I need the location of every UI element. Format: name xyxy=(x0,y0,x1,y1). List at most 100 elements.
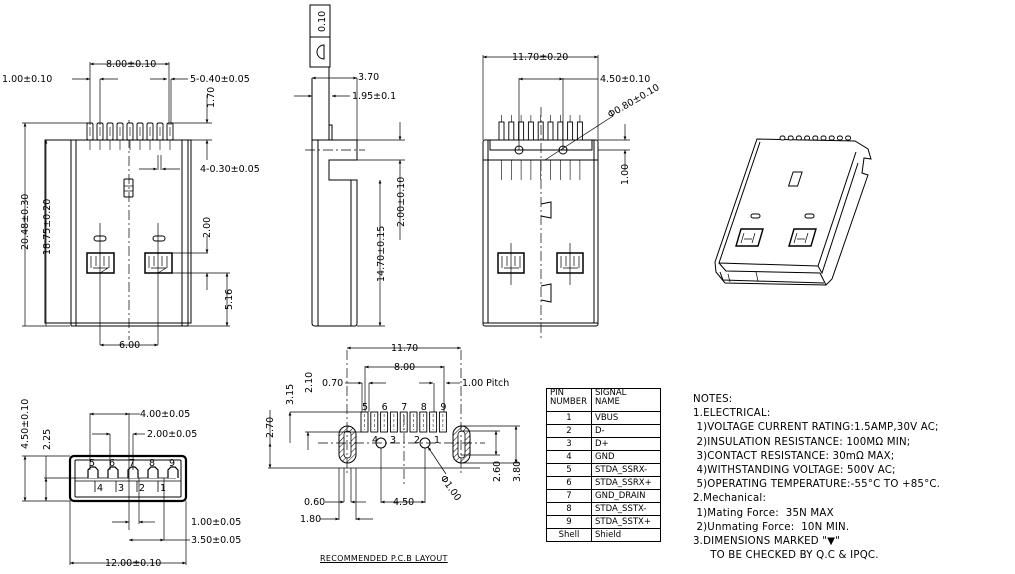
pcb-dim-slot-width: 0.60 xyxy=(304,497,325,508)
pin-number-cell: 3 xyxy=(546,437,592,451)
dim-window-spacing: 6.00 xyxy=(119,340,140,351)
pcb-dim-row2: 2.10 xyxy=(304,372,315,393)
end-upper-pin-label: 6 xyxy=(109,458,115,469)
pin-number-cell: 2 xyxy=(546,424,592,438)
dim-window-to-edge: 5.16 xyxy=(224,289,235,310)
dim-end-pin-pitch: 1.00±0.05 xyxy=(191,517,241,528)
pcb-dim-slot-outer: 1.80 xyxy=(300,514,321,525)
isometric-pin xyxy=(795,135,802,141)
signal-name-cell: STDA_SSTX+ xyxy=(591,515,661,529)
front-view: 8.00±0.10 1.00±0.10 5-0.40±0.05 1.70 4-0… xyxy=(2,59,260,351)
top-pin xyxy=(557,121,564,141)
isometric-pins xyxy=(779,135,852,141)
dim-shell-length: 14.70±0.15 xyxy=(376,226,387,282)
pin-number-cell: 7 xyxy=(546,489,592,503)
end-lower-pin-label: 2 xyxy=(139,483,145,494)
isometric-pin xyxy=(845,135,852,141)
pcb-dim-slot-len-outer: 3.80 xyxy=(512,461,523,482)
end-upper-pin xyxy=(107,466,119,478)
dim-flange: 2.00±0.10 xyxy=(396,177,407,227)
dim-inner-pin-span: 2.00±0.05 xyxy=(147,429,197,440)
isometric-pin xyxy=(828,135,835,141)
note-line: 1)VOLTAGE CURRENT RATING:1.5AMP,30V AC; xyxy=(693,422,939,434)
pin-number-cell: 5 xyxy=(546,463,592,477)
pcb-dim-slot-len-inner: 2.60 xyxy=(492,461,503,482)
pin-number-cell: 8 xyxy=(546,502,592,516)
note-line: 1.ELECTRICAL: xyxy=(693,408,771,420)
dim-end-pin-offset: 3.50±0.05 xyxy=(191,535,241,546)
end-lower-pin-label: 4 xyxy=(97,483,103,494)
note-line: 2.Mechanical: xyxy=(693,493,767,505)
pcb-dim-hole: Φ1.00 xyxy=(438,473,463,503)
pcb-lower-pin-label: 2 xyxy=(414,435,420,446)
end-lower-pin-label: 3 xyxy=(118,483,124,494)
dim-end-width: 12.00±0.10 xyxy=(105,558,161,569)
signal-name-cell: STDA_SSRX+ xyxy=(591,476,661,490)
top-pin xyxy=(567,121,574,141)
dim-pin-width-5: 5-0.40±0.05 xyxy=(190,74,250,85)
top-pin xyxy=(527,121,534,141)
notes-block: NOTES: 1.ELECTRICAL: 1)VOLTAGE CURRENT RA… xyxy=(693,393,940,563)
top-pin xyxy=(498,121,505,141)
signal-name-cell: GND xyxy=(591,450,661,464)
pcb-dim-row3: 2.70 xyxy=(265,417,276,438)
end-upper-pin-label: 7 xyxy=(129,458,135,469)
end-upper-pin-label: 5 xyxy=(89,458,95,469)
dim-top-width: 11.70±0.20 xyxy=(512,52,568,63)
note-line: 1)Mating Force: 35N MAX xyxy=(693,507,834,519)
isometric-pin xyxy=(820,135,827,141)
pcb-layout-title: RECOMMENDED P.C.B LAYOUT xyxy=(320,554,448,563)
dim-end-half-height: 2.25 xyxy=(42,429,53,450)
isometric-pin xyxy=(804,135,811,141)
front-pins xyxy=(86,122,174,150)
note-line: NOTES: xyxy=(693,394,733,405)
pcb-upper-pin-label: 8 xyxy=(421,402,427,413)
top-pin xyxy=(547,121,554,141)
pin-number-cell: 9 xyxy=(546,515,592,529)
top-pin xyxy=(508,121,515,141)
dim-pin-pitch: 1.00±0.10 xyxy=(2,74,52,85)
top-view: 11.70±0.20 4.50±0.10 Φ0.80±0.10 1.00 xyxy=(482,52,662,340)
end-upper-pin-label: 8 xyxy=(149,458,155,469)
isometric-pin xyxy=(779,135,786,141)
end-upper-pin xyxy=(167,466,179,478)
isometric-pin xyxy=(787,135,794,141)
isometric-pin xyxy=(836,135,843,141)
note-line: 4)WITHSTANDING VOLTAGE: 500V AC; xyxy=(693,465,896,477)
signal-name-cell: VBUS xyxy=(591,411,661,425)
signal-name-cell: D+ xyxy=(591,437,661,451)
note-line: TO BE CHECKED BY Q.C & IPQC. xyxy=(693,550,879,562)
pcb-lower-pin-label: 3 xyxy=(390,435,396,446)
dim-pin-width-4: 4-0.30±0.05 xyxy=(200,164,260,175)
front-window-left xyxy=(86,252,115,274)
pcb-upper-pin-label: 7 xyxy=(401,402,407,413)
dim-window-offset: 2.00 xyxy=(202,217,213,238)
note-line: 2)Unmating Force: 10N MIN. xyxy=(693,521,850,533)
dim-end-height: 4.50±0.10 xyxy=(20,399,31,449)
front-body-outline xyxy=(44,139,192,324)
isometric-pin xyxy=(812,135,819,141)
note-line: 2)INSULATION RESISTANCE: 100MΩ MIN; xyxy=(693,436,911,448)
pcb-upper-pin-label: 9 xyxy=(440,402,446,413)
flatness-callout-box xyxy=(309,4,331,68)
dim-post-height: 1.00 xyxy=(620,164,631,185)
pcb-upper-pin-label: 6 xyxy=(382,402,388,413)
note-line: 3)CONTACT RESISTANCE: 30mΩ MAX; xyxy=(693,450,895,462)
end-upper-pin-label: 9 xyxy=(169,458,175,469)
signal-name-cell: STDA_SSRX- xyxy=(591,463,661,477)
note-line: 3.DIMENSIONS MARKED "▼" xyxy=(693,536,841,548)
dim-post-diameter: Φ0.80±0.10 xyxy=(606,82,662,120)
signal-name-cell: D- xyxy=(591,424,661,438)
dim-pin-span: 8.00±0.10 xyxy=(106,59,156,70)
dim-outer-pin-span: 4.00±0.05 xyxy=(140,409,190,420)
